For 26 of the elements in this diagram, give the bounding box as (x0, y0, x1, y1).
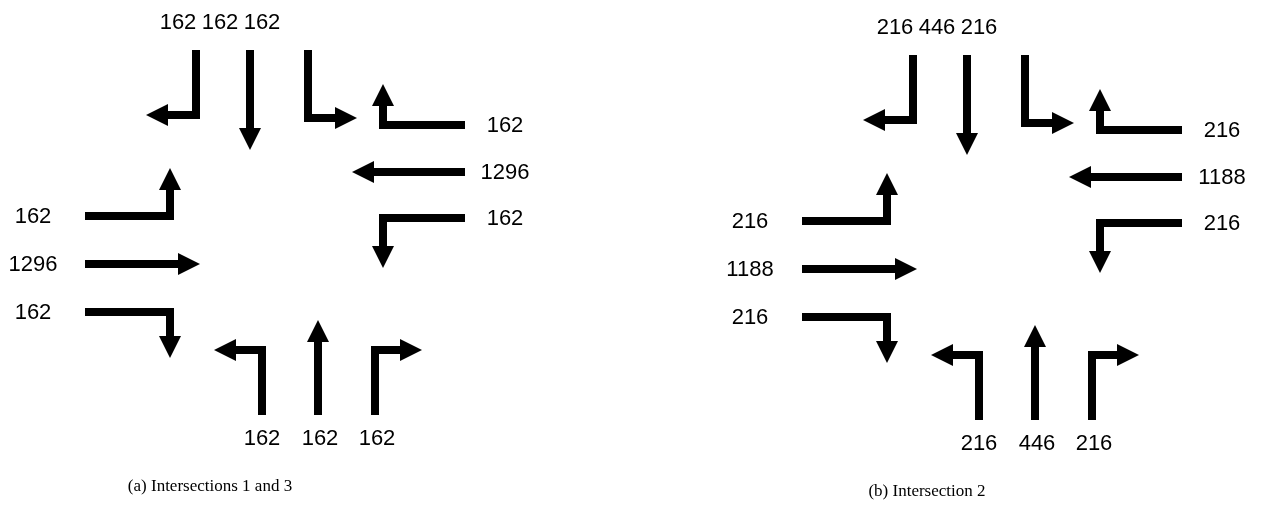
traffic-volume: 162 (486, 114, 524, 136)
traffic-volume: 446 (918, 16, 956, 38)
traffic-volume: 216 (960, 432, 998, 454)
traffic-volume: 162 (201, 11, 239, 33)
traffic-volume: 216 (1075, 432, 1113, 454)
traffic-volume: 1296 (8, 253, 58, 275)
traffic-volume: 216 (1203, 119, 1241, 141)
traffic-volume: 1296 (480, 161, 530, 183)
traffic-volume: 216 (876, 16, 914, 38)
traffic-volume: 216 (960, 16, 998, 38)
traffic-volume: 162 (14, 301, 52, 323)
traffic-volume: 162 (301, 427, 339, 449)
traffic-volume: 216 (1203, 212, 1241, 234)
traffic-volume: 162 (159, 11, 197, 33)
subfigure-caption: (b) Intersection 2 (868, 481, 986, 499)
traffic-volume: 216 (731, 210, 769, 232)
traffic-volume: 216 (731, 306, 769, 328)
traffic-volume: 162 (243, 11, 281, 33)
subfigure-caption: (a) Intersections 1 and 3 (127, 476, 293, 494)
traffic-volume: 162 (243, 427, 281, 449)
traffic-volume: 162 (486, 207, 524, 229)
traffic-volume: 162 (358, 427, 396, 449)
traffic-volume: 1188 (1198, 166, 1246, 188)
traffic-volume: 446 (1018, 432, 1056, 454)
traffic-volume: 1188 (726, 258, 774, 280)
traffic-volume: 162 (14, 205, 52, 227)
